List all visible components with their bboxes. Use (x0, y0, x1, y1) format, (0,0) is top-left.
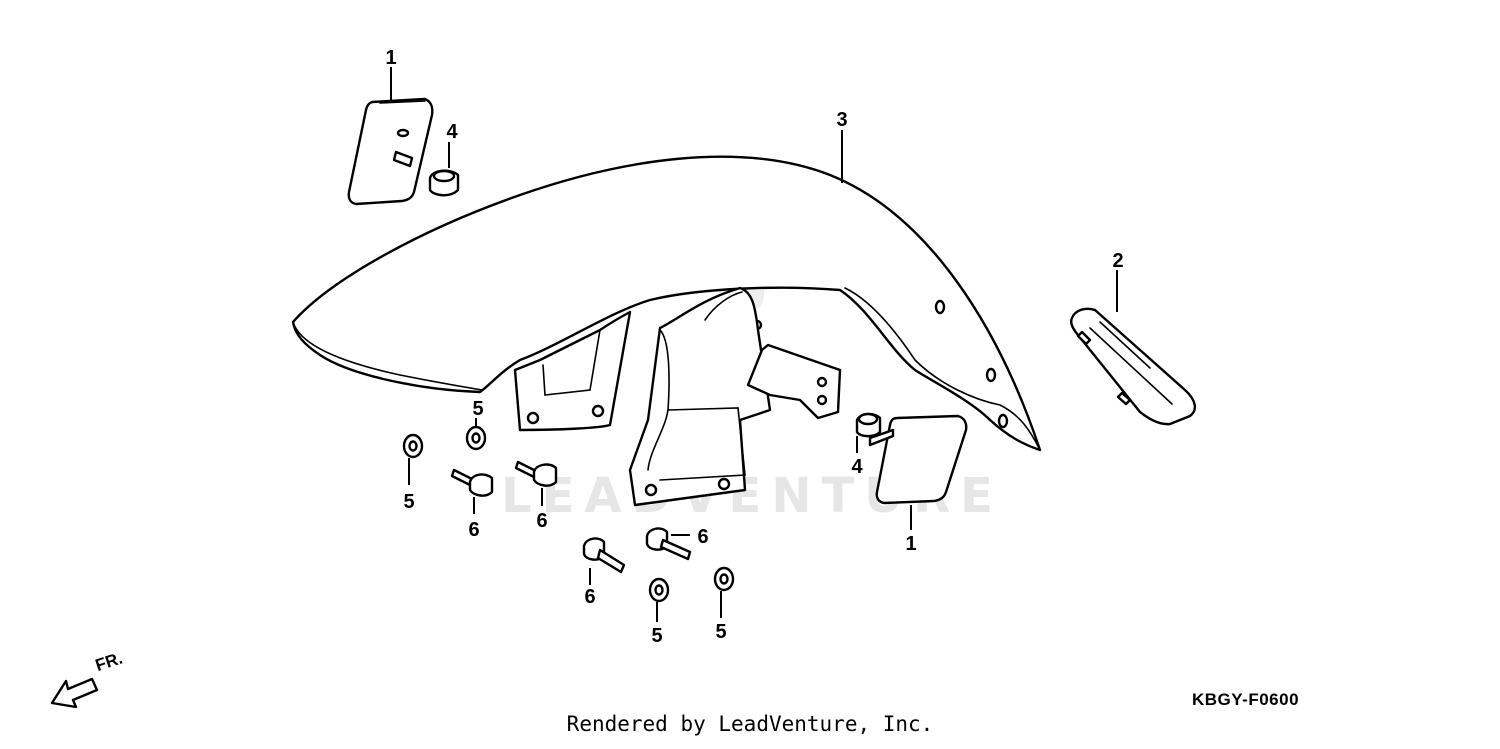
washer-a (402, 433, 424, 459)
diagram-code: KBGY-F0600 (1192, 690, 1300, 709)
callout-2: 2 (1112, 250, 1123, 272)
callout-5-c: 5 (651, 625, 662, 647)
callout-4-right: 4 (851, 456, 863, 478)
reflector-right (868, 414, 968, 505)
bolt-b (514, 460, 558, 487)
callout-6-b: 6 (536, 510, 547, 532)
front-fender (291, 155, 1042, 452)
reflector-frame-right (1070, 307, 1197, 426)
nut-top (428, 169, 460, 197)
callout-1-right: 1 (905, 533, 916, 555)
nut-right (855, 412, 882, 438)
reflector-top (347, 97, 434, 206)
bolt-d (645, 527, 692, 561)
footer-credit: Rendered by LeadVenture, Inc. (566, 712, 934, 736)
bolt-a (450, 468, 494, 497)
callout-4-top: 4 (446, 121, 458, 143)
callout-6-a: 6 (468, 519, 479, 541)
leader-lines (390, 67, 1118, 622)
callout-3: 3 (836, 109, 847, 131)
callout-5-a: 5 (472, 398, 483, 420)
callouts: 1 4 3 2 5 5 6 6 4 1 6 6 5 5 (385, 47, 1123, 647)
washer-c (648, 577, 670, 603)
callout-6-c: 6 (697, 526, 708, 548)
washer-d (713, 566, 735, 592)
callout-6-d: 6 (584, 586, 595, 608)
center-fender-bracket (628, 286, 772, 507)
right-fender-bracket (746, 343, 842, 420)
callout-1-top: 1 (385, 47, 396, 69)
washer-b (465, 425, 487, 451)
callout-5-d: 5 (715, 621, 726, 643)
callout-5-b: 5 (403, 491, 414, 513)
left-fender-bracket (513, 310, 632, 432)
front-arrow-icon (50, 677, 99, 709)
bolt-c (582, 537, 626, 574)
